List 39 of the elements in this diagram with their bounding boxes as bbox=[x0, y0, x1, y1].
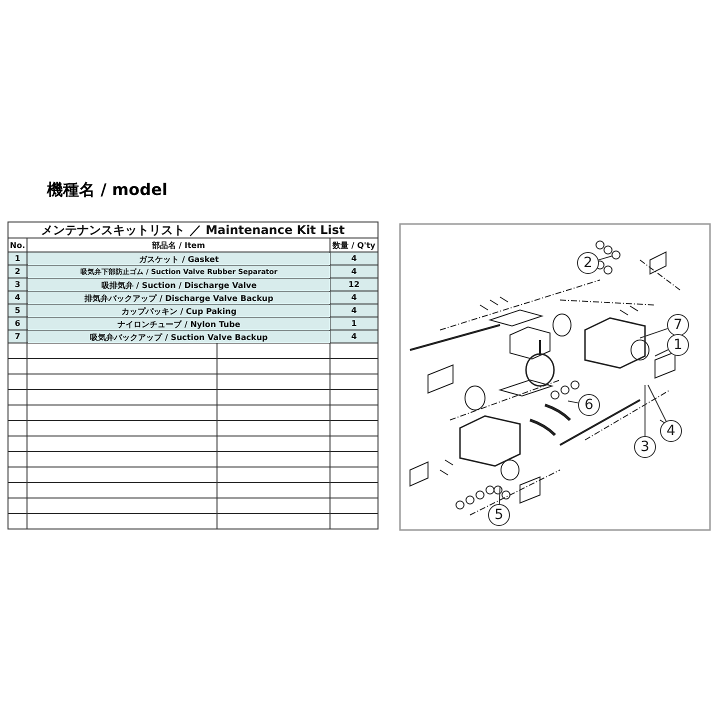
item-name: カップパッキン / Cup Paking bbox=[28, 305, 330, 317]
item-name: ガスケット / Gasket bbox=[28, 253, 330, 265]
row-number: 6 bbox=[14, 318, 22, 330]
column-header: 数量 / Q'ty bbox=[332, 240, 376, 252]
callout-number: 4 bbox=[660, 420, 682, 442]
callout-number: 3 bbox=[634, 436, 656, 458]
row-number: 4 bbox=[14, 292, 22, 304]
quantity: 4 bbox=[350, 331, 358, 343]
quantity: 12 bbox=[347, 279, 361, 291]
item-name: 吸気弁バックアップ / Suction Valve Backup bbox=[28, 331, 330, 343]
row-number: 7 bbox=[14, 331, 22, 343]
callout-number: 1 bbox=[667, 334, 689, 356]
table-heading: メンテナンスキットリスト ／ Maintenance Kit List bbox=[40, 222, 346, 238]
quantity: 4 bbox=[350, 305, 358, 317]
row-number: 1 bbox=[14, 253, 22, 265]
row-number: 2 bbox=[14, 266, 22, 278]
column-header: No. bbox=[8, 240, 26, 252]
callout-number: 5 bbox=[488, 504, 510, 526]
item-name: 排気弁バックアップ / Discharge Valve Backup bbox=[28, 292, 330, 304]
callout-number: 6 bbox=[578, 394, 600, 416]
leader-line bbox=[640, 328, 668, 338]
quantity: 4 bbox=[350, 266, 358, 278]
item-name: ナイロンチューブ / Nylon Tube bbox=[28, 318, 330, 330]
leader-line bbox=[654, 349, 669, 356]
column-header: 部品名 / Item bbox=[150, 240, 206, 252]
row-number: 5 bbox=[14, 305, 22, 317]
leader-line bbox=[498, 486, 500, 504]
row-number: 3 bbox=[14, 279, 22, 291]
leader-line bbox=[644, 384, 646, 436]
item-name: 吸排気弁 / Suction / Discharge Valve bbox=[28, 279, 330, 291]
title: 機種名 / model bbox=[47, 180, 168, 201]
quantity: 1 bbox=[350, 318, 358, 330]
quantity: 4 bbox=[350, 253, 358, 265]
leader-line bbox=[648, 384, 667, 422]
callout-number: 7 bbox=[667, 314, 689, 336]
quantity: 4 bbox=[350, 292, 358, 304]
leader-line bbox=[568, 400, 579, 404]
leader-line bbox=[598, 256, 612, 260]
callout-number: 2 bbox=[577, 252, 599, 274]
